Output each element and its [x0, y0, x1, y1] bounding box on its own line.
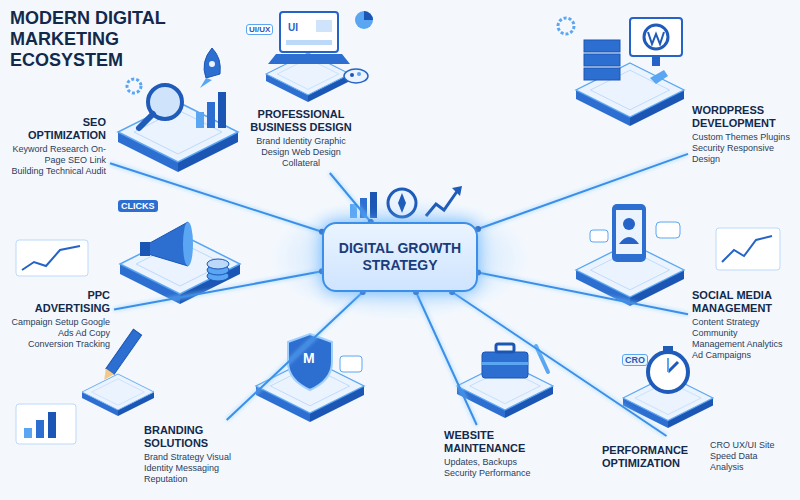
connector-line	[478, 154, 688, 229]
service-heading: SOCIAL MEDIA MANAGEMENT	[692, 289, 792, 315]
service-list: Campaign Setup Google Ads Ad Copy Conver…	[10, 317, 110, 350]
service-list: Content Strategy Community Management An…	[692, 317, 792, 361]
icon-label: M	[303, 350, 315, 366]
seo-platform	[118, 48, 238, 172]
service-list: CRO UX/UI Site Speed Data Analysis	[710, 440, 792, 473]
connector-line	[478, 273, 688, 315]
ppc-platform	[120, 222, 240, 304]
service-heading: WEBSITE MAINTENANCE	[444, 429, 536, 455]
service-list: Custom Themes Plugins Security Responsiv…	[692, 132, 792, 165]
service-block: SEO OPTIMIZATIONKeyword Research On-Page…	[6, 112, 110, 181]
service-block: BRANDING SOLUTIONSBrand Strategy Visual …	[140, 420, 240, 489]
hub-platform: DIGITAL GROWTH STRATEGY	[322, 222, 478, 292]
icon-label: CRO	[622, 354, 648, 366]
service-heading: WORDPRESS DEVELOPMENT	[692, 104, 792, 130]
service-list: Keyword Research On-Page SEO Link Buildi…	[10, 144, 106, 177]
service-heading: PERFORMANCE OPTIMIZATION	[602, 444, 702, 470]
connector-line	[227, 292, 363, 420]
social-platform	[576, 204, 684, 306]
design-platform	[266, 11, 373, 102]
chart-card	[16, 228, 780, 444]
service-heading: SEO OPTIMIZATION	[10, 116, 106, 142]
icon-label: UI	[288, 22, 298, 33]
connector-line	[330, 173, 371, 222]
diagram-title: MODERN DIGITAL MARKETING ECOSYSTEM	[10, 8, 210, 71]
service-block: PROFESSIONAL BUSINESS DESIGNBrand Identi…	[245, 104, 357, 173]
service-heading: BRANDING SOLUTIONS	[144, 424, 236, 450]
icon-label: UI/UX	[246, 24, 273, 35]
connector-line	[452, 292, 666, 436]
icon-label: CLICKS	[118, 200, 158, 212]
hub-icons	[350, 186, 462, 218]
service-block: SOCIAL MEDIA MANAGEMENTContent Strategy …	[688, 285, 796, 365]
branding-platform	[82, 329, 364, 422]
service-list: Updates, Backups Security Performance	[444, 457, 536, 479]
service-block: WEBSITE MAINTENANCEUpdates, Backups Secu…	[440, 425, 540, 483]
service-block: PPC ADVERTISINGCampaign Setup Google Ads…	[6, 285, 114, 354]
hub-text: DIGITAL GROWTH STRATEGY	[332, 240, 468, 274]
service-block: PERFORMANCE OPTIMIZATION CRO UX/UI Site S…	[598, 436, 796, 477]
connector-line	[416, 292, 477, 425]
service-list: Brand Strategy Visual Identity Messaging…	[144, 452, 236, 485]
service-heading: PROFESSIONAL BUSINESS DESIGN	[249, 108, 353, 134]
maintenance-platform	[457, 344, 553, 418]
service-heading: PPC ADVERTISING	[10, 289, 110, 315]
connector-line	[114, 271, 322, 309]
connector-line	[110, 163, 322, 231]
service-list: Brand Identity Graphic Design Web Design…	[249, 136, 353, 169]
service-block: WORDPRESS DEVELOPMENTCustom Themes Plugi…	[688, 100, 796, 169]
wordpress-platform	[558, 18, 684, 126]
